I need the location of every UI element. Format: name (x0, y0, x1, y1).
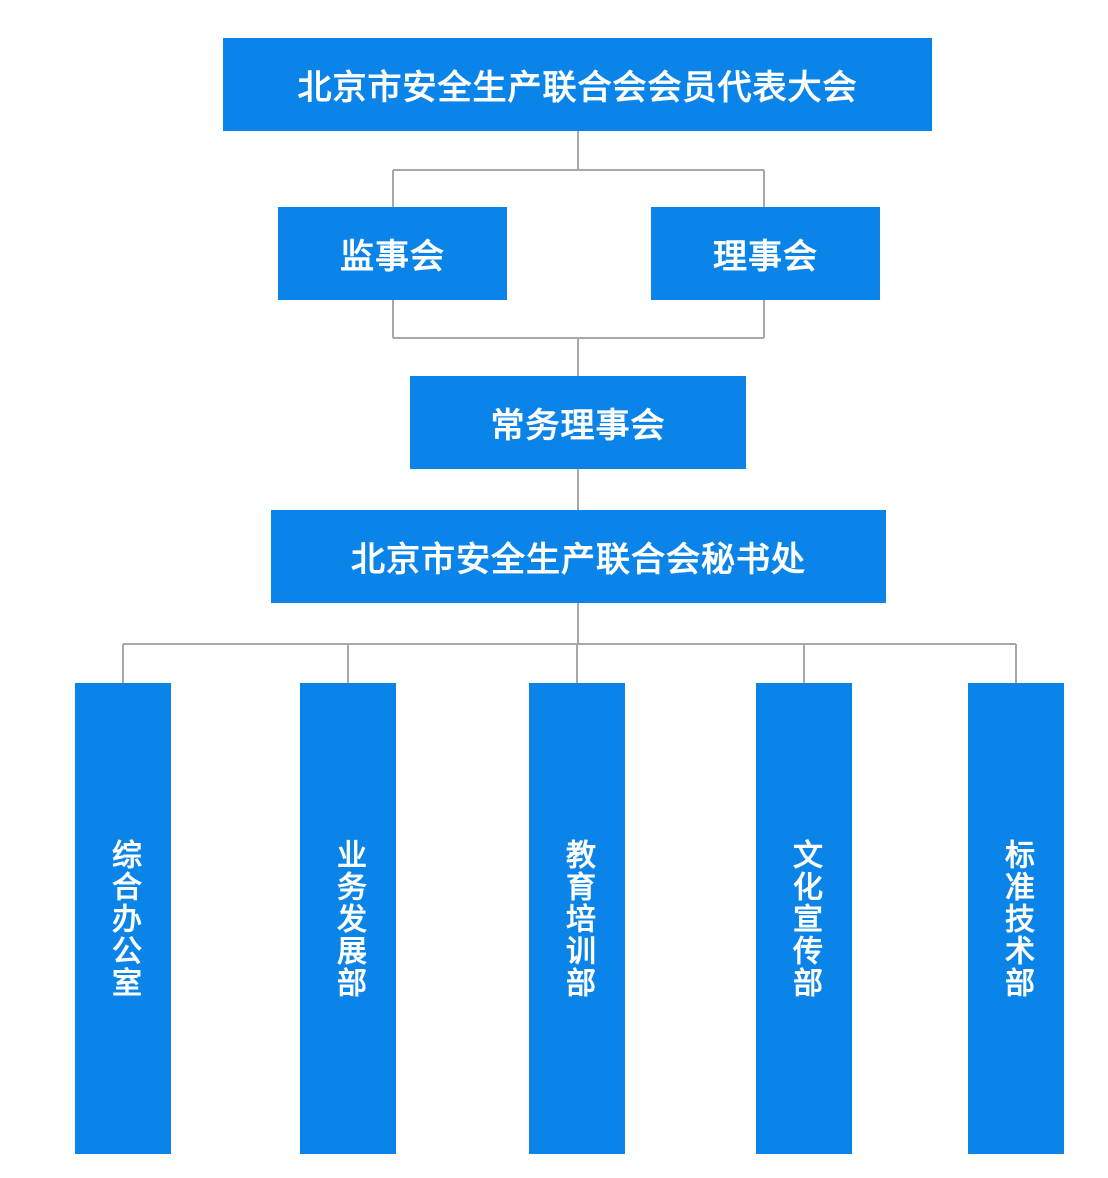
node-member-congress: 北京市安全生产联合会会员代表大会 (223, 38, 932, 131)
node-label: 北京市安全生产联合会会员代表大会 (297, 68, 858, 108)
node-label: 北京市安全生产联合会秘书处 (351, 540, 806, 580)
node-secretariat: 北京市安全生产联合会秘书处 (271, 510, 886, 603)
node-supervisory-board: 监事会 (278, 207, 507, 300)
dept-label: 标准技术部 (999, 838, 1034, 999)
dept-label: 综合办公室 (106, 838, 141, 999)
node-dept-culture-publicity: 文化宣传部 (756, 683, 852, 1154)
dept-label: 业务发展部 (331, 838, 366, 999)
node-dept-education-training: 教育培训部 (529, 683, 625, 1154)
node-dept-business-development: 业务发展部 (300, 683, 396, 1154)
node-dept-standards-technology: 标准技术部 (968, 683, 1064, 1154)
node-label: 理事会 (713, 237, 818, 277)
node-board-of-directors: 理事会 (651, 207, 880, 300)
dept-label: 教育培训部 (560, 838, 595, 999)
node-label: 常务理事会 (490, 406, 666, 446)
node-label: 监事会 (340, 237, 445, 277)
node-standing-board: 常务理事会 (410, 376, 746, 469)
node-dept-general-office: 综合办公室 (75, 683, 171, 1154)
dept-label: 文化宣传部 (787, 838, 822, 999)
